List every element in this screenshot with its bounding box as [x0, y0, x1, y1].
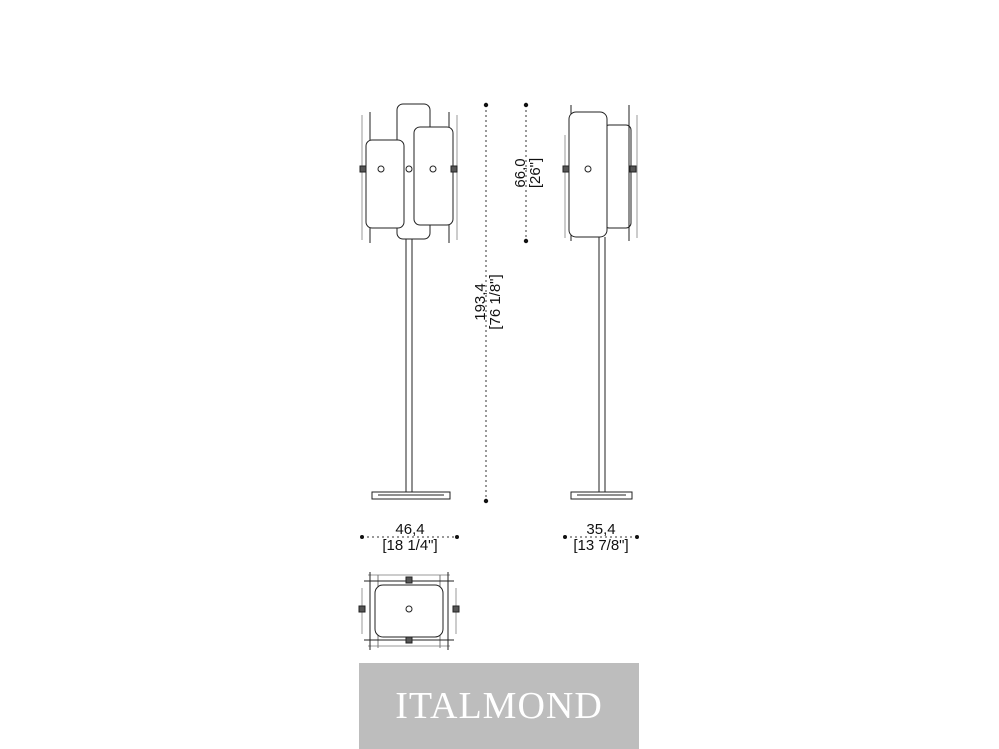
front-left-panel	[365, 139, 405, 229]
total-height-in: [76 1/8"]	[487, 274, 504, 329]
side-view	[562, 105, 638, 500]
side-front-panel	[568, 111, 608, 238]
front-width-cm: 46,4	[395, 521, 424, 538]
front-view	[359, 103, 458, 500]
side-width-cm: 35,4	[586, 521, 615, 538]
front-right-panel	[413, 126, 454, 226]
total-height-dimension: 193,4 [76 1/8"]	[472, 102, 504, 504]
top-center-panel	[374, 584, 444, 638]
front-width-dimension: 46,4 [18 1/4"]	[360, 521, 459, 554]
side-width-dimension: 35,4 [13 7/8"]	[563, 521, 639, 554]
total-height-cm: 193,4	[472, 283, 489, 321]
shade-height-cm: 66,0	[512, 158, 529, 187]
front-width-in: [18 1/4"]	[382, 537, 437, 554]
side-width-in: [13 7/8"]	[573, 537, 628, 554]
shade-height-in: [26"]	[527, 158, 544, 188]
shade-height-dimension: 66,0 [26"]	[512, 102, 544, 244]
brand-logo: ITALMOND	[359, 663, 639, 749]
brand-name: ITALMOND	[395, 685, 603, 727]
top-view	[358, 572, 460, 650]
side-back-panel	[603, 124, 632, 229]
